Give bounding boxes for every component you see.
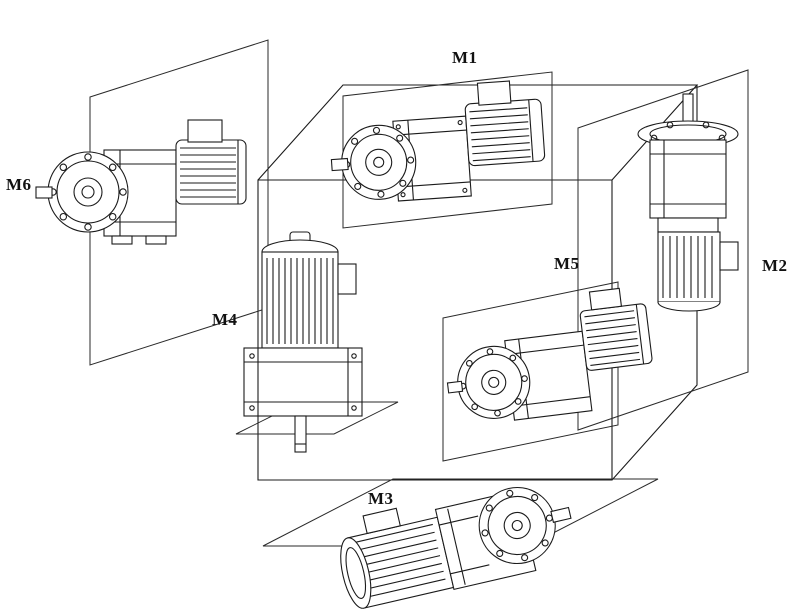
label-m1: M1: [452, 48, 478, 67]
label-m5: M5: [554, 254, 580, 273]
mounting-plane-m5: [442, 281, 619, 462]
label-m2: M2: [762, 256, 788, 275]
gearmotor-m3-illustration: [340, 486, 572, 609]
gearmotor-m4-illustration: [243, 231, 363, 453]
gearmotor-m2-illustration: [637, 93, 739, 312]
label-m6: M6: [6, 175, 32, 194]
mounting-plane-m2: [577, 69, 749, 431]
label-m4: M4: [212, 310, 238, 329]
gearmotor-m1-illustration: [330, 80, 546, 202]
label-m3: M3: [368, 489, 394, 508]
mounting-plane-m1: [342, 71, 553, 229]
gearmotor-m6-illustration: [35, 119, 247, 245]
gearmotor-m5-illustration: [446, 287, 653, 421]
mounting-planes: [89, 39, 749, 547]
